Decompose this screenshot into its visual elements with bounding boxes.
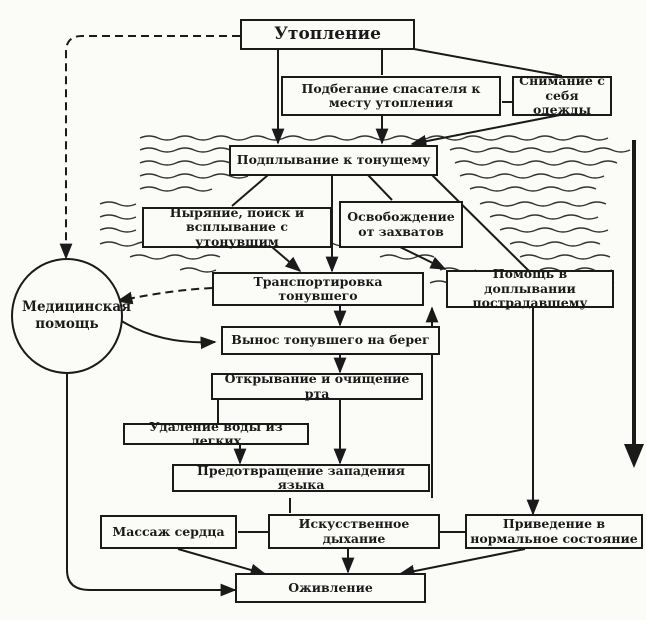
- node-undressing: Снимание с себя одежды: [512, 73, 612, 118]
- label-undressing: Снимание с себя одежды: [519, 73, 605, 118]
- label-open-mouth: Открывание и очищение рта: [224, 371, 410, 401]
- node-carry-ashore: Вынос тонувшего на берег: [221, 326, 440, 355]
- label-release-grips: Освобождение от захватов: [347, 209, 455, 239]
- node-swimming-up: Подплывание к тонущему: [229, 145, 438, 176]
- node-heart-massage: Массаж сердца: [100, 515, 237, 549]
- label-revival: Оживление: [288, 579, 373, 595]
- label-prevent-tongue: Предотвращение западения языка: [197, 462, 405, 492]
- node-transport: Транспортировка тонувшего: [212, 272, 424, 306]
- label-help-swimming: Помощь в доплывании пострадавшему: [472, 266, 588, 311]
- node-revival: Оживление: [235, 573, 426, 603]
- label-medical-help: Медицинская помощь: [22, 299, 132, 332]
- node-remove-water: Удаление воды из легких: [123, 419, 309, 448]
- node-drowning: Утопление: [240, 19, 415, 50]
- node-rescuer-running: Подбегание спасателя к месту утопления: [281, 76, 501, 116]
- label-artificial-breathing: Искусственное дыхание: [298, 516, 410, 546]
- label-transport: Транспортировка тонувшего: [253, 273, 383, 303]
- connectors: [66, 48, 563, 597]
- node-open-mouth: Открывание и очищение рта: [211, 371, 423, 401]
- node-prevent-tongue: Предотвращение западения языка: [172, 462, 430, 492]
- label-normalize-state: Приведение в нормальное состояние: [470, 516, 638, 546]
- label-heart-massage: Массаж сердца: [112, 523, 225, 539]
- node-release-grips: Освобождение от захватов: [339, 201, 463, 248]
- node-normalize-state: Приведение в нормальное состояние: [465, 514, 643, 549]
- label-diving-search: Ныряние, поиск и всплывание с утонувшим: [169, 204, 305, 249]
- big-down-arrow: [624, 140, 644, 468]
- label-swimming-up: Подплывание к тонущему: [236, 152, 431, 168]
- node-medical-help: Медицинская помощь: [11, 258, 132, 374]
- dashed-connectors: [59, 35, 240, 305]
- node-help-swimming: Помощь в доплывании пострадавшему: [446, 266, 614, 311]
- node-artificial-breathing: Искусственное дыхание: [268, 514, 440, 549]
- label-drowning: Утопление: [274, 23, 381, 44]
- label-carry-ashore: Вынос тонувшего на берег: [231, 332, 430, 348]
- label-rescuer-running: Подбегание спасателя к месту утопления: [301, 80, 481, 110]
- label-remove-water: Удаление воды из легких: [149, 418, 283, 448]
- node-diving-search: Ныряние, поиск и всплывание с утонувшим: [142, 204, 332, 249]
